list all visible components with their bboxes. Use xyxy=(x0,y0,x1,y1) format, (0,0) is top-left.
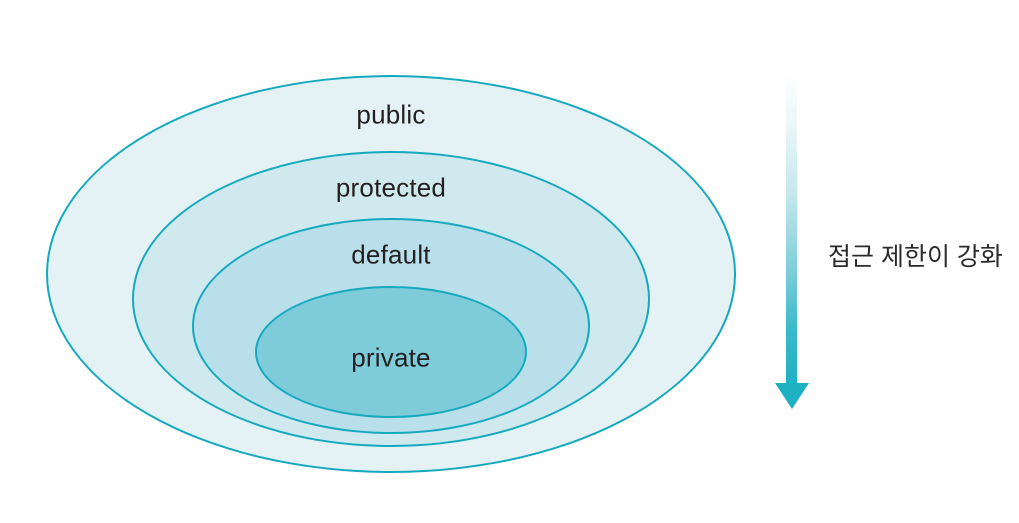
label-protected: protected xyxy=(335,172,447,203)
label-default: default xyxy=(351,239,431,270)
arrow-caption: 접근 제한이 강화 xyxy=(828,243,1003,271)
label-private: private xyxy=(351,342,431,373)
label-public: public xyxy=(356,99,426,130)
ellipse-private xyxy=(255,286,527,418)
down-arrow-icon xyxy=(774,73,809,409)
down-arrow-head xyxy=(774,383,809,409)
down-arrow-shaft xyxy=(786,73,797,384)
